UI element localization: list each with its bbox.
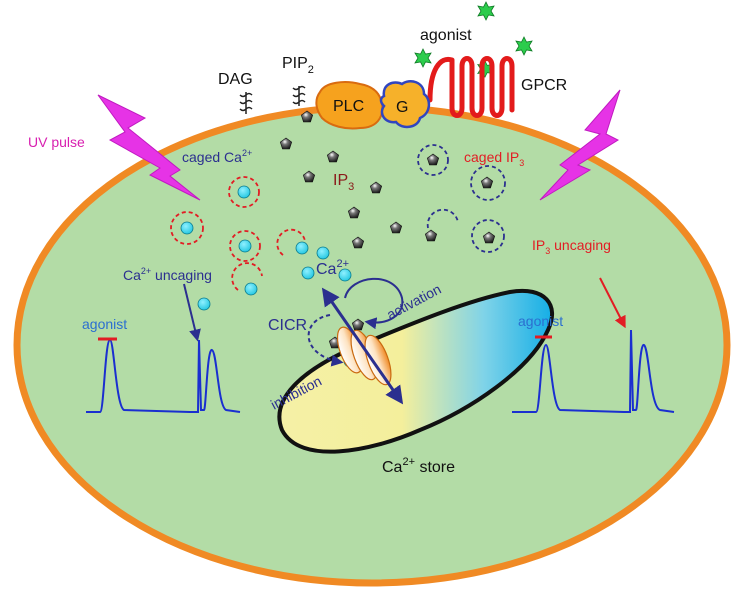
g-protein — [379, 80, 431, 129]
label-agonist-right: agonist — [518, 313, 563, 329]
agonist-molecule-icon — [515, 36, 533, 56]
calcium-ion — [316, 246, 330, 260]
agonist-molecule-icon — [414, 48, 432, 68]
label-ip3: IP3 — [333, 172, 354, 193]
calcium-ion — [238, 239, 252, 253]
label-caged-ip3: caged IP3 — [464, 149, 524, 168]
label-plc: PLC — [333, 98, 364, 115]
label-ca-store: Ca2+ store — [382, 456, 455, 476]
label-caged-ca: caged Ca2+ — [182, 148, 252, 165]
label-ip3-uncaging: IP3 uncaging — [532, 237, 611, 256]
calcium-uncaging-arrow — [183, 283, 201, 342]
caged-ip3-group — [417, 144, 506, 253]
label-ca: Ca2+ — [316, 258, 349, 278]
caged-calcium-group — [170, 176, 306, 291]
calcium-ion — [237, 185, 251, 199]
calcium-ion — [338, 268, 352, 282]
label-uv-pulse: UV pulse — [28, 134, 85, 150]
gpcr-receptor — [427, 56, 515, 118]
calcium-trace-left — [86, 338, 241, 413]
calcium-ion — [295, 241, 309, 255]
label-agonist-top: agonist — [420, 27, 472, 44]
agonist-molecule-icon — [477, 1, 495, 21]
plc-enzyme — [315, 81, 384, 130]
calcium-ion — [197, 297, 211, 311]
label-gpcr: GPCR — [521, 77, 567, 94]
label-cicr: CICR — [268, 317, 307, 334]
ip3-uncaging-arrow — [599, 277, 626, 329]
uv-bolt-icon-left — [97, 94, 201, 201]
calcium-trace-right — [512, 329, 675, 413]
dag-lipid-icon — [239, 92, 253, 114]
calcium-ion — [301, 266, 315, 280]
label-pip2: PIP2 — [282, 55, 314, 76]
pip2-lipid-icon — [292, 85, 306, 106]
label-g: G — [396, 99, 408, 116]
label-ca-uncaging: Ca2+ uncaging — [123, 266, 212, 283]
uv-bolt-icon-right — [539, 89, 621, 201]
activation-arrow — [344, 277, 404, 330]
calcium-ion — [244, 282, 258, 296]
channel-flux-arrow — [321, 287, 404, 405]
label-dag: DAG — [218, 71, 253, 88]
calcium-ion — [180, 221, 194, 235]
inhibition-arrow — [307, 314, 344, 367]
label-agonist-left: agonist — [82, 316, 127, 332]
